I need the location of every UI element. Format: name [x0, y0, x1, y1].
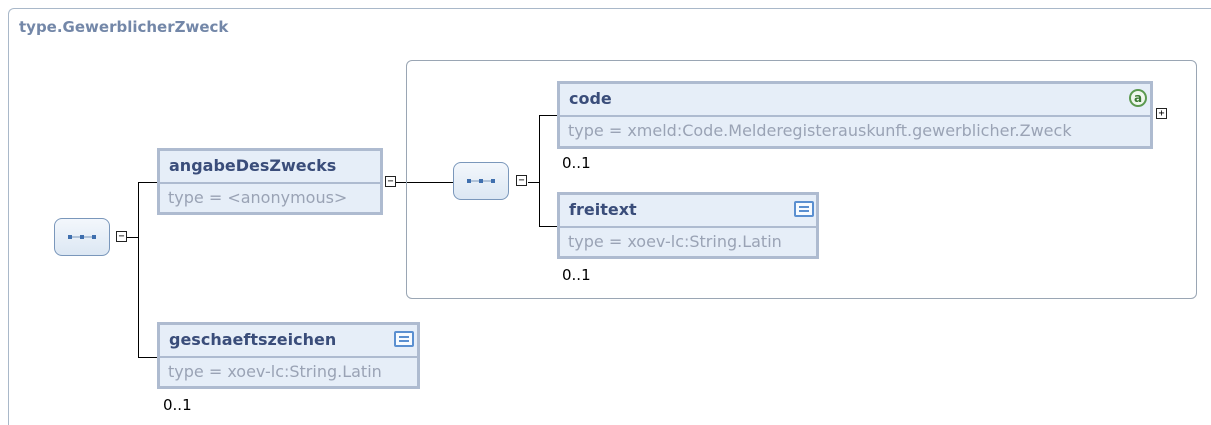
element-type: type = xmeld:Code.Melderegisterauskunft.…	[568, 121, 1072, 140]
element-code[interactable]: code a type = xmeld:Code.Melderegisterau…	[557, 81, 1153, 149]
code-expand-toggle[interactable]: +	[1156, 108, 1167, 119]
sequence-compositor-icon	[68, 235, 96, 239]
inner-sequence-compositor[interactable]	[453, 162, 509, 200]
element-name: freitext	[569, 200, 637, 219]
element-name: code	[569, 89, 612, 108]
connector	[539, 115, 540, 227]
element-name: angabeDesZwecks	[169, 156, 337, 175]
connector	[539, 115, 558, 116]
sequence-group-box	[406, 60, 1197, 299]
divider	[160, 182, 380, 184]
simple-content-icon	[394, 331, 414, 347]
occurrence-label: 0..1	[562, 154, 591, 172]
sequence-compositor-icon	[467, 179, 495, 183]
root-collapse-toggle[interactable]: −	[116, 231, 127, 242]
element-freitext[interactable]: freitext type = xoev-lc:String.Latin	[557, 192, 819, 259]
element-angabe-des-zwecks[interactable]: angabeDesZwecks type = <anonymous>	[157, 148, 383, 215]
divider	[160, 356, 417, 358]
element-type: type = xoev-lc:String.Latin	[568, 232, 782, 251]
connector	[138, 357, 158, 358]
angabe-collapse-toggle[interactable]: −	[385, 176, 396, 187]
diagram-frame	[8, 8, 1211, 425]
occurrence-label: 0..1	[562, 266, 591, 284]
inner-collapse-toggle[interactable]: −	[516, 175, 527, 186]
attribute-badge-icon: a	[1129, 89, 1147, 107]
element-name: geschaeftszeichen	[169, 330, 337, 349]
connector	[138, 182, 139, 357]
simple-content-icon	[794, 201, 814, 217]
connector	[138, 182, 158, 183]
connector	[539, 226, 558, 227]
element-type: type = <anonymous>	[168, 188, 348, 207]
diagram-title: type.GewerblicherZweck	[19, 18, 229, 36]
element-geschaeftszeichen[interactable]: geschaeftszeichen type = xoev-lc:String.…	[157, 322, 420, 389]
connector	[528, 182, 540, 183]
connector	[396, 182, 454, 183]
divider	[560, 226, 816, 228]
root-sequence-compositor[interactable]	[54, 218, 110, 256]
connector	[127, 237, 139, 238]
occurrence-label: 0..1	[163, 396, 192, 414]
divider	[560, 115, 1150, 117]
element-type: type = xoev-lc:String.Latin	[168, 362, 382, 381]
